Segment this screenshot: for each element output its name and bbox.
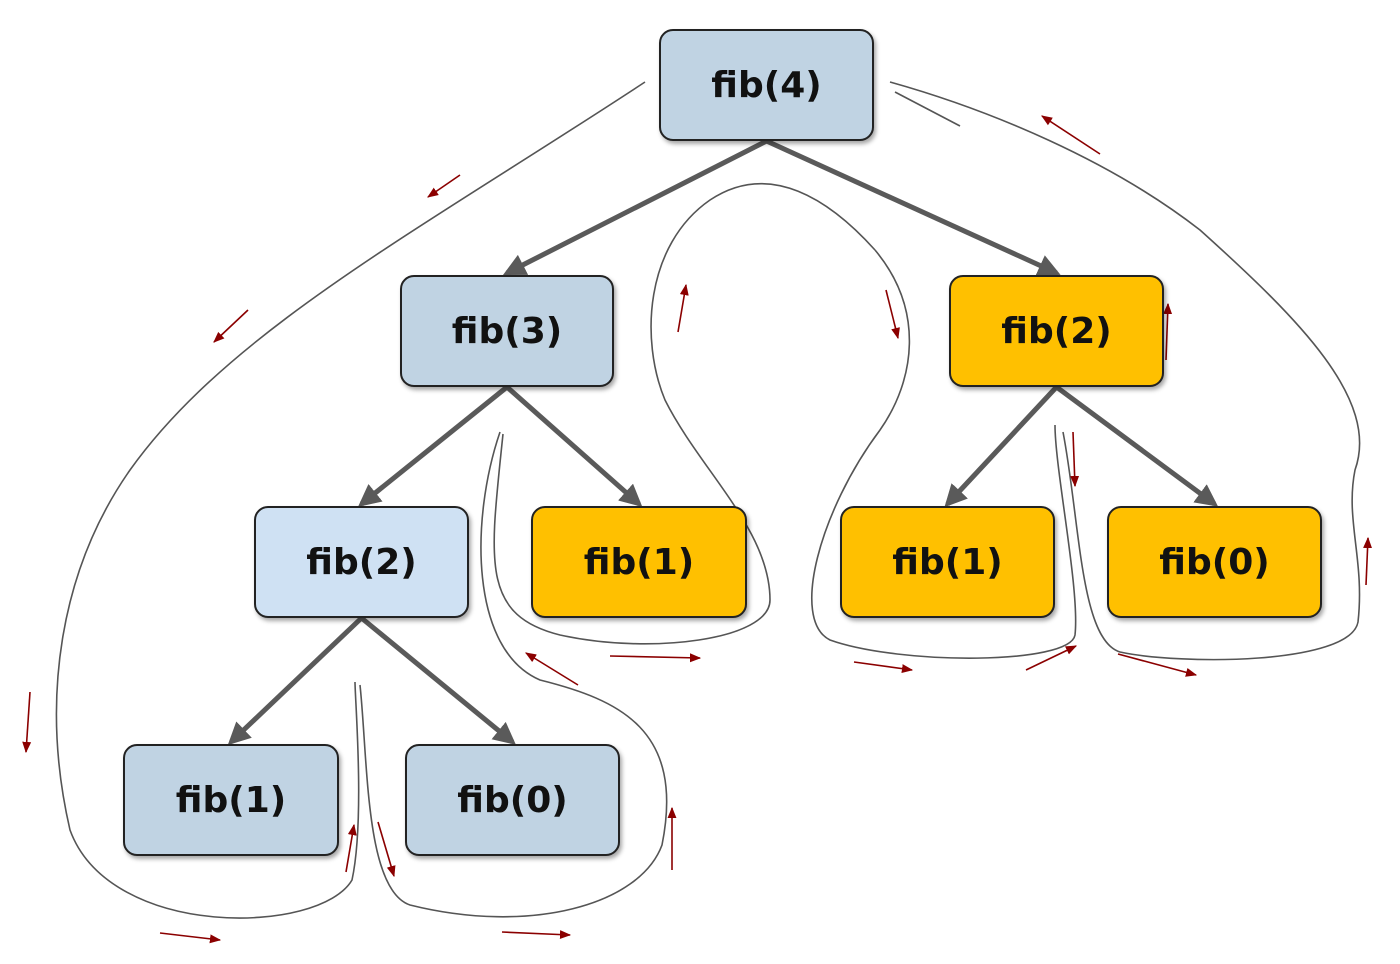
tree-edge-n_fib4-n_fib2r bbox=[765, 138, 1061, 276]
direction-arrow bbox=[677, 283, 689, 333]
direction-arrow bbox=[1025, 645, 1078, 671]
node-fib-0-right: fib(0) bbox=[1107, 506, 1322, 618]
tree-edge-n_fib4-n_fib3 bbox=[502, 138, 768, 276]
trace-segment-top-tick bbox=[894, 91, 961, 127]
trace-segment-left-descent bbox=[55, 81, 646, 919]
direction-arrow bbox=[1070, 431, 1080, 488]
node-fib-1-left: fib(1) bbox=[123, 744, 339, 856]
direction-arrow bbox=[1163, 302, 1173, 361]
direction-arrow bbox=[377, 821, 396, 878]
trace-segment-down-right-subtree bbox=[811, 249, 1077, 659]
trace-segment-around-fib0 bbox=[889, 81, 1361, 661]
tree-edge-n_fib2l-n_fib1l bbox=[227, 616, 364, 746]
direction-arrow bbox=[1363, 536, 1373, 586]
direction-arrow bbox=[159, 932, 222, 944]
direction-arrow bbox=[213, 309, 249, 343]
node-fib-1-right: fib(1) bbox=[840, 506, 1055, 618]
node-fib-2-left: fib(2) bbox=[254, 506, 469, 618]
direction-arrow bbox=[427, 174, 461, 198]
direction-arrow bbox=[1117, 653, 1198, 677]
trace-segment-between-leaves bbox=[359, 431, 668, 918]
direction-arrow bbox=[885, 289, 900, 340]
direction-arrows bbox=[22, 115, 1373, 944]
node-fib-3: fib(3) bbox=[400, 275, 614, 387]
node-fib-1-middle: fib(1) bbox=[531, 506, 747, 618]
node-fib-4: fib(4) bbox=[659, 29, 874, 141]
node-fib-0-left: fib(0) bbox=[405, 744, 620, 856]
tree-edge-n_fib3-n_fib1m bbox=[505, 385, 643, 507]
direction-arrow bbox=[1041, 115, 1101, 155]
direction-arrow bbox=[22, 691, 32, 754]
direction-arrow bbox=[853, 661, 914, 674]
tree-edge-n_fib2r-n_fib1r bbox=[944, 385, 1059, 508]
direction-arrow bbox=[501, 930, 572, 940]
tree-edge-n_fib2r-n_fib0r bbox=[1055, 384, 1219, 507]
tree-edge-n_fib3-n_fib2l bbox=[357, 385, 509, 507]
direction-arrow bbox=[345, 823, 357, 873]
tree-edges bbox=[227, 138, 1219, 746]
direction-arrow bbox=[609, 653, 702, 663]
tree-edge-n_fib2l-n_fib0l bbox=[359, 616, 516, 745]
node-fib-2-right: fib(2) bbox=[949, 275, 1164, 387]
direction-arrow bbox=[525, 652, 579, 686]
